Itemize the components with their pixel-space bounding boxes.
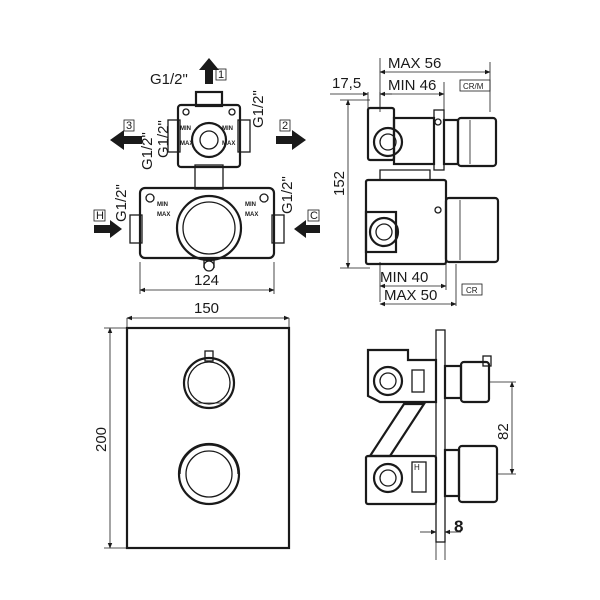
dim-150: 150: [194, 300, 219, 317]
dim-min-40: MIN 40: [380, 269, 428, 286]
arrow-in-hot-icon: [94, 220, 122, 238]
dim-max-50: MAX 50: [384, 287, 437, 304]
port-1-label: 1: [218, 69, 224, 81]
mark-max-right: MAX: [222, 141, 235, 147]
body-min-right: MIN: [245, 202, 256, 208]
installed-profile-view: H 82 8: [364, 329, 516, 560]
cover-plate-front-view: 150 200: [93, 300, 291, 550]
body-max-left: MAX: [157, 212, 170, 218]
body-min-left: MIN: [157, 202, 168, 208]
valve-side-view: 152 17,5 MAX 56 MIN 46 CR/M MIN 40 MAX 5…: [330, 55, 500, 307]
mark-h: H: [414, 463, 420, 472]
tag-cr: CR: [466, 286, 478, 295]
dim-82: 82: [495, 423, 512, 440]
dim-200: 200: [93, 427, 110, 452]
thread-label-top: G1/2": [150, 71, 188, 88]
thread-label-top-right: G1/2": [250, 90, 267, 128]
dim-min-46: MIN 46: [388, 77, 436, 94]
arrow-left-icon: [110, 130, 142, 150]
port-c-label: C: [310, 210, 318, 222]
arrow-in-cold-icon: [294, 220, 320, 238]
port-2-label: 2: [282, 120, 288, 132]
thread-label-mid-left-b: G1/2": [155, 120, 172, 158]
mark-min-left: MIN: [180, 126, 191, 132]
thread-label-bottom-left: G1/2": [113, 184, 130, 222]
dim-17-5: 17,5: [332, 75, 361, 92]
valve-plan-view: MIN MAX MIN MAX MIN MAX MIN MAX 1 3 2 H: [93, 58, 320, 294]
mark-min-right: MIN: [222, 126, 233, 132]
dim-max-56: MAX 56: [388, 55, 441, 72]
port-3-label: 3: [126, 120, 132, 132]
body-max-right: MAX: [245, 212, 258, 218]
tag-cr-m: CR/M: [463, 82, 484, 91]
arrow-up-icon: [199, 58, 219, 84]
port-h-label: H: [96, 210, 104, 222]
mark-max-left: MAX: [180, 141, 193, 147]
arrow-right-icon: [276, 130, 306, 150]
dim-152: 152: [331, 171, 348, 196]
dim-8: 8: [454, 517, 463, 536]
dim-124: 124: [194, 272, 219, 289]
thread-label-bottom-right: G1/2": [279, 176, 296, 214]
thread-label-mid-left-a: G1/2": [139, 132, 156, 170]
